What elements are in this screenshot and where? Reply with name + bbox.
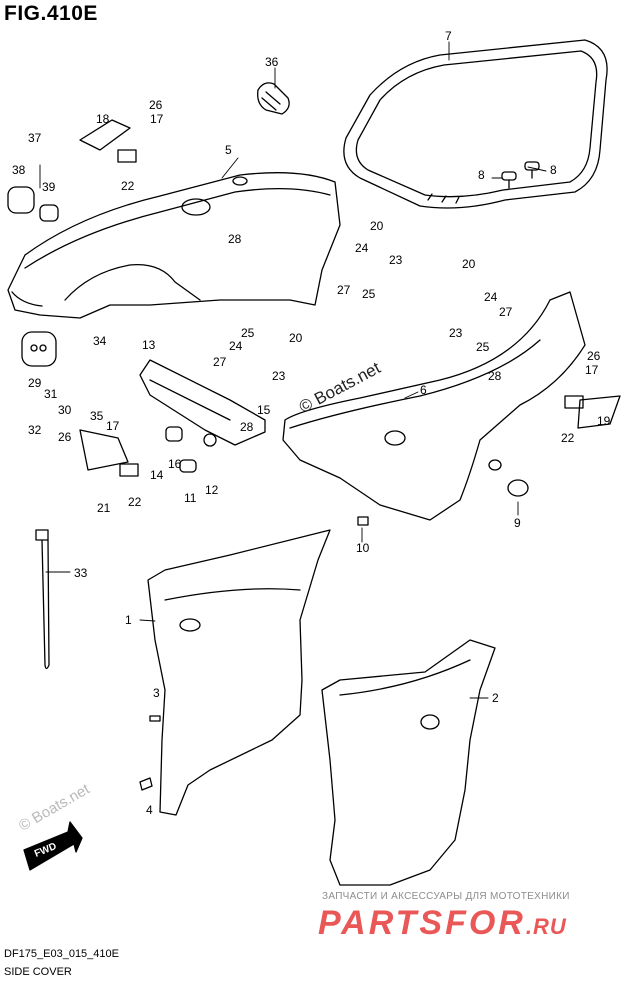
callout-18: 18 <box>96 112 110 126</box>
callout-17-b: 17 <box>106 419 120 433</box>
callout-27-a: 27 <box>337 283 351 297</box>
callout-10: 10 <box>356 541 370 555</box>
grommet-16 <box>165 426 183 442</box>
callout-24-c: 24 <box>229 339 243 353</box>
callout-34: 34 <box>93 334 107 348</box>
collar-12 <box>203 433 217 447</box>
lower-cover-2 <box>321 639 496 886</box>
seal-clip-8-right <box>524 161 540 179</box>
callout-9: 9 <box>514 516 521 530</box>
callout-23-a: 23 <box>389 253 403 267</box>
callout-39: 39 <box>42 180 56 194</box>
callout-35: 35 <box>90 409 104 423</box>
callout-numbers: 1 2 3 4 5 6 7 8 8 9 10 11 12 13 14 15 16… <box>12 29 611 817</box>
connector-29 <box>21 331 57 367</box>
callout-19: 19 <box>597 414 611 428</box>
callout-30: 30 <box>58 403 72 417</box>
callout-20-c: 20 <box>289 331 303 345</box>
callout-27-b: 27 <box>499 305 513 319</box>
callout-8-b: 8 <box>550 163 557 177</box>
callout-8-a: 8 <box>478 168 485 182</box>
callout-24-b: 24 <box>484 290 498 304</box>
lower-cover-1 <box>147 529 331 816</box>
callout-25-b: 25 <box>476 340 490 354</box>
callout-2: 2 <box>492 691 499 705</box>
ad-tagline: ЗАПЧАСТИ И АКСЕССУАРЫ ДЛЯ МОТОТЕХНИКИ <box>322 891 570 902</box>
callout-4: 4 <box>146 803 153 817</box>
callout-13: 13 <box>142 338 156 352</box>
upper-panel-5 <box>7 172 341 319</box>
callout-11: 11 <box>184 491 197 505</box>
ad-brand: PARTSFOR.RU <box>318 904 567 943</box>
callout-26-c: 26 <box>587 349 601 363</box>
grommet-38 <box>7 186 35 214</box>
callout-36: 36 <box>265 55 279 69</box>
callout-16: 16 <box>168 457 182 471</box>
callout-5: 5 <box>225 143 232 157</box>
callout-17-c: 17 <box>585 363 599 377</box>
callout-37: 37 <box>28 131 42 145</box>
lower-panel-6 <box>282 291 586 521</box>
callout-1: 1 <box>125 613 132 627</box>
callout-7: 7 <box>445 29 452 43</box>
callout-28-c: 28 <box>240 420 254 434</box>
figure-title: FIG.410E <box>4 2 98 25</box>
callout-23-b: 23 <box>449 326 463 340</box>
bolt-10 <box>357 516 369 526</box>
latch-19 <box>577 395 621 429</box>
callout-15: 15 <box>257 403 271 417</box>
ad-brand-name: PARTSFOR <box>318 904 526 942</box>
grommet-11 <box>179 459 197 473</box>
callout-32: 32 <box>28 423 42 437</box>
callout-14: 14 <box>150 468 164 482</box>
callout-38: 38 <box>12 163 26 177</box>
clip-22-a <box>119 463 139 477</box>
callout-26-b: 26 <box>58 430 72 444</box>
callout-22-b: 22 <box>128 495 142 509</box>
clip-22-c <box>564 395 584 409</box>
callout-24-a: 24 <box>355 241 369 255</box>
callout-28-b: 28 <box>488 369 502 383</box>
grommet-36 <box>257 82 290 115</box>
callout-22-a: 22 <box>121 179 135 193</box>
callout-25-a: 25 <box>362 287 376 301</box>
callout-33: 33 <box>74 566 88 580</box>
clip-22-b <box>117 149 137 163</box>
callout-28-a: 28 <box>228 232 242 246</box>
cable-tie-33 <box>35 529 50 670</box>
callout-27-c: 27 <box>213 355 227 369</box>
callout-22-c: 22 <box>561 431 575 445</box>
callout-23-c: 23 <box>272 369 286 383</box>
callout-17-a: 17 <box>150 112 164 126</box>
callout-20-a: 20 <box>370 219 384 233</box>
ad-brand-domain: .RU <box>525 914 567 939</box>
bolt-4 <box>139 777 153 791</box>
callout-26-a: 26 <box>149 98 163 112</box>
section-name: SIDE COVER <box>4 966 72 978</box>
callout-6: 6 <box>420 383 427 397</box>
seal-ring-7 <box>343 39 608 209</box>
fwd-arrow <box>23 821 83 871</box>
callout-31: 31 <box>44 387 58 401</box>
callout-25-c: 25 <box>241 326 255 340</box>
callout-3: 3 <box>153 686 160 700</box>
bolt-3 <box>149 715 161 722</box>
callout-21: 21 <box>97 501 111 515</box>
plug-39 <box>39 204 59 222</box>
callout-12: 12 <box>205 483 219 497</box>
leader-lines <box>39 41 547 699</box>
callout-20-b: 20 <box>462 257 476 271</box>
latch-18 <box>79 119 131 151</box>
model-code: DF175_E03_015_410E <box>4 948 119 960</box>
latch-21 <box>79 429 129 471</box>
seal-clip-8-left <box>501 171 517 189</box>
bracket-13 <box>139 359 266 446</box>
callout-29: 29 <box>28 376 42 390</box>
plug-9 <box>507 479 529 497</box>
